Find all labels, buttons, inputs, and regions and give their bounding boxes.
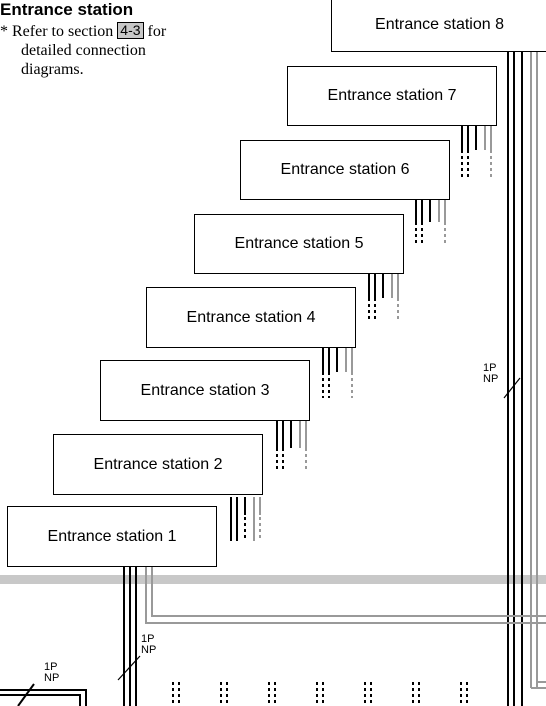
note-line-1: * Refer to section 4-3 for xyxy=(0,22,166,41)
trunk-station-1 xyxy=(123,567,546,706)
cable-stub-station-3 xyxy=(322,345,353,398)
cable-marker-trunk: 1P NP xyxy=(483,362,499,385)
bottom-dashed-pairs xyxy=(172,682,468,706)
cable-stub-station-2 xyxy=(276,420,307,472)
section-heading: Entrance station xyxy=(0,0,134,19)
cable-marker-slash-trunk xyxy=(503,377,521,399)
entrance-station-5: Entrance station 5 xyxy=(194,214,404,274)
note-text-post: for xyxy=(147,23,167,40)
cable-stub-station-5 xyxy=(415,193,446,246)
cable-stub-station-4 xyxy=(368,268,399,322)
trunk-station-8 xyxy=(507,52,546,706)
entrance-station-6: Entrance station 6 xyxy=(240,140,450,200)
reference-note: * Refer to section 4-3 for detailed conn… xyxy=(0,22,166,79)
cable-stub-station-6 xyxy=(461,124,492,180)
cable-marker-station-1: 1P NP xyxy=(141,633,157,656)
entrance-station-8: Entrance station 8 xyxy=(331,0,546,52)
section-divider xyxy=(0,575,546,584)
entrance-station-4: Entrance station 4 xyxy=(146,287,356,348)
cable-marker-slash-station-1 xyxy=(117,655,141,681)
entrance-station-1: Entrance station 1 xyxy=(7,506,217,567)
entrance-station-7: Entrance station 7 xyxy=(287,66,497,126)
note-bullet: * xyxy=(0,23,8,40)
cable-marker-bottom-left: 1P NP xyxy=(44,661,60,684)
section-reference-box[interactable]: 4-3 xyxy=(117,22,144,39)
cable-stub-station-1 xyxy=(230,497,261,541)
bottom-left-unit xyxy=(0,683,87,706)
entrance-station-2: Entrance station 2 xyxy=(53,434,263,495)
note-text-pre: Refer to section xyxy=(12,23,114,40)
entrance-station-3: Entrance station 3 xyxy=(100,360,310,421)
cable-stubs xyxy=(230,124,492,541)
note-line-3: diagrams. xyxy=(21,61,84,78)
note-line-2: detailed connection xyxy=(21,42,146,59)
